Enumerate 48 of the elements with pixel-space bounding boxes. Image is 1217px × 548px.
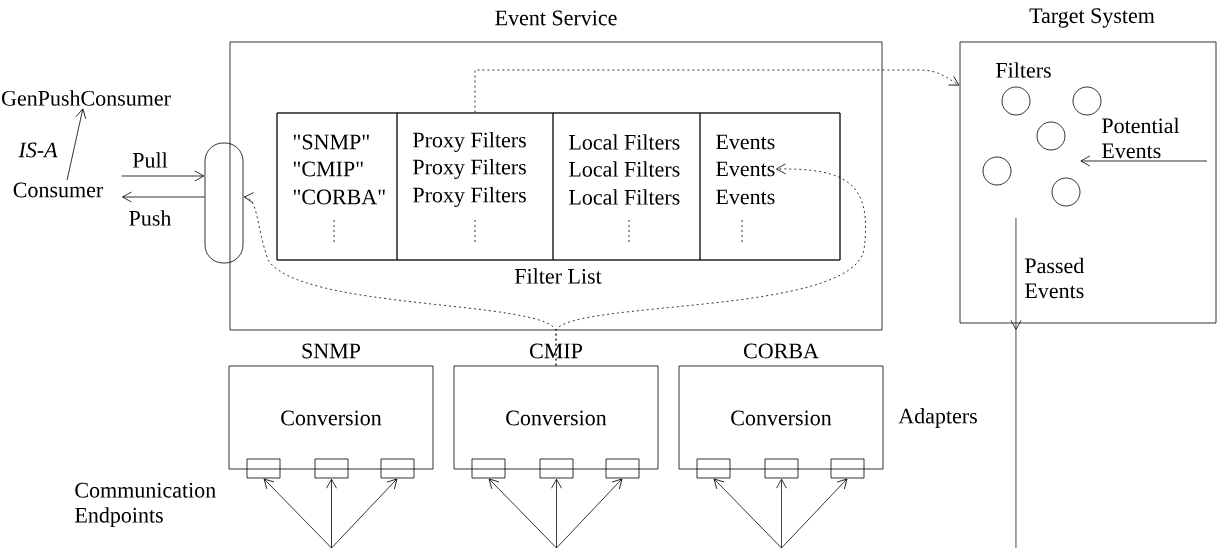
endpoint-port bbox=[696, 458, 731, 479]
table-column: Events Events Events bbox=[699, 112, 841, 261]
endpoint-port bbox=[830, 458, 865, 479]
endpoint-port bbox=[246, 458, 281, 479]
adapter-box: SNMP Conversion bbox=[228, 343, 434, 470]
arrow bbox=[122, 191, 205, 203]
side-label: Communication Endpoints bbox=[75, 482, 216, 528]
node-label: Filter List bbox=[514, 268, 602, 284]
node-label: CORBA bbox=[744, 343, 819, 359]
endpoint-port bbox=[471, 458, 506, 479]
arrow bbox=[555, 163, 866, 366]
adapter-box: CMIP Conversion bbox=[453, 343, 659, 470]
arrow bbox=[474, 69, 960, 113]
arrow bbox=[121, 170, 205, 182]
filter-circle bbox=[1051, 177, 1081, 207]
side-label: Adapters bbox=[898, 408, 977, 428]
filter-circle bbox=[1072, 86, 1102, 116]
node-label: Event Service bbox=[495, 10, 617, 26]
arrow bbox=[263, 478, 332, 548]
arrow bbox=[488, 478, 557, 548]
edge-label: IS-A bbox=[17, 141, 59, 159]
arrow bbox=[713, 478, 782, 548]
edge-label: Push bbox=[127, 209, 173, 227]
endpoint-port bbox=[605, 458, 640, 479]
class-name: Consumer bbox=[13, 182, 104, 198]
table-column: "SNMP" "CMIP" "CORBA" bbox=[276, 112, 398, 261]
interface-capsule bbox=[204, 142, 244, 264]
table-column: Local Filters Local Filters Local Filters bbox=[552, 112, 701, 261]
arrow bbox=[66, 108, 87, 181]
arrow bbox=[781, 478, 848, 548]
node-label: CMIP bbox=[530, 343, 583, 359]
table-column: Proxy Filters Proxy Filters Proxy Filters bbox=[396, 112, 554, 261]
arrow bbox=[556, 478, 623, 548]
adapter-box: CORBA Conversion bbox=[678, 343, 884, 470]
node-label: Target System bbox=[1029, 8, 1155, 28]
endpoint-port bbox=[539, 458, 574, 479]
endpoint-port bbox=[380, 458, 415, 479]
edge-label: Pull bbox=[131, 151, 169, 169]
arrow bbox=[331, 478, 398, 548]
endpoint-port bbox=[314, 458, 349, 479]
filter-circle bbox=[982, 156, 1012, 186]
arrow bbox=[326, 478, 337, 548]
endpoint-port bbox=[764, 458, 799, 479]
filter-circle bbox=[1036, 121, 1066, 151]
node-label: SNMP bbox=[302, 343, 361, 359]
filter-circle bbox=[1001, 86, 1031, 116]
system-box: Target System Filters Potential Events Passed Events bbox=[959, 8, 1217, 324]
class-name: GenPushConsumer bbox=[2, 90, 171, 106]
